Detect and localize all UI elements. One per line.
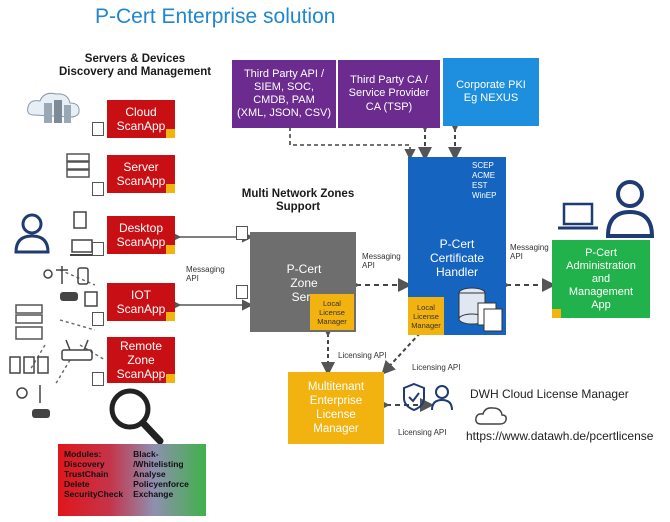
server-rack-icon — [66, 153, 90, 178]
modules-col-1: Modules: Discovery TrustChain Delete Sec… — [64, 449, 124, 499]
zone-server-label: P-Cert Zone Serv — [286, 262, 322, 304]
third-party-api-box[interactable]: Third Party API / SIEM, SOC, CMDB, PAM (… — [232, 60, 336, 128]
third-party-ca-box[interactable]: Third Party CA / Service Provider CA (TS… — [338, 60, 440, 128]
protocol-list: SCEP ACME EST WinEP — [472, 161, 497, 200]
corner-badge — [166, 374, 175, 383]
corner-badge — [166, 129, 175, 138]
page-title: P-Cert Enterprise solution — [95, 5, 336, 28]
magnifier-icon — [109, 388, 164, 445]
device-dash-2 — [59, 319, 96, 331]
desktop-icon — [70, 211, 94, 256]
modules-col-2: Black- /Whitelisting Analyse Policyenfor… — [133, 449, 189, 499]
user-icon — [14, 213, 50, 254]
api-handler-arrow — [289, 127, 416, 161]
cloud-servers-icon — [27, 92, 80, 123]
certificate-icon — [92, 182, 104, 196]
certificate-icon — [92, 122, 104, 136]
modules-panel: Modules: Discovery TrustChain Delete Sec… — [58, 444, 206, 516]
certificate-icon — [92, 372, 104, 386]
device-dash-5 — [54, 359, 71, 386]
corner-badge — [166, 184, 175, 193]
server-rack-icon — [15, 304, 43, 340]
messaging-api-label: Messaging API — [186, 265, 225, 283]
corner-badge — [166, 245, 175, 254]
admin-app-box[interactable]: P-Cert Administration and Management App — [552, 240, 650, 318]
iot-devices-icon — [43, 266, 98, 307]
handler-local-license: Local License Manager — [408, 297, 444, 335]
network-zones-label: Multi Network Zones Support — [241, 188, 355, 213]
licensing-api-label: Licensing API — [398, 428, 447, 437]
handler-label: P-Cert Certificate Handler — [429, 237, 485, 279]
router-icon — [61, 339, 93, 361]
zone-local-license: Local License Manager — [310, 294, 354, 330]
certificate-icon — [92, 312, 104, 326]
certificate-icon — [236, 285, 248, 299]
corporate-pki-box[interactable]: Corporate PKI Eg NEXUS — [443, 58, 539, 126]
certificate-handler-box[interactable]: SCEP ACME EST WinEP P-Cert Certificate H… — [408, 157, 506, 335]
servers-devices-header: Servers & Devices Discovery and Manageme… — [58, 53, 212, 78]
messaging-api-label: Messaging API — [362, 252, 401, 270]
certificate-icon — [92, 242, 104, 256]
messaging-api-label: Messaging API — [510, 243, 549, 261]
licensing-api-label: Licensing API — [412, 363, 461, 372]
corner-badge — [166, 312, 175, 321]
corner-badge — [552, 309, 561, 318]
shield-check-icon — [403, 382, 453, 412]
database-icon — [458, 287, 503, 332]
laptop-icon — [558, 180, 655, 238]
zone-server-box[interactable]: P-Cert Zone Serv Local License Manager — [250, 232, 356, 332]
licensing-api-label: Licensing API — [338, 351, 387, 360]
certificate-icon — [236, 226, 248, 240]
iot-devices-icon — [9, 356, 50, 418]
dwh-title: DWH Cloud License Manager — [470, 387, 629, 401]
cloud-icon — [475, 407, 507, 425]
dwh-url[interactable]: https://www.datawh.de/pcertlicense — [466, 429, 654, 443]
license-manager-box[interactable]: Multitenant Enterprise License Manager — [288, 372, 384, 444]
handler-license-arrow — [381, 320, 432, 375]
